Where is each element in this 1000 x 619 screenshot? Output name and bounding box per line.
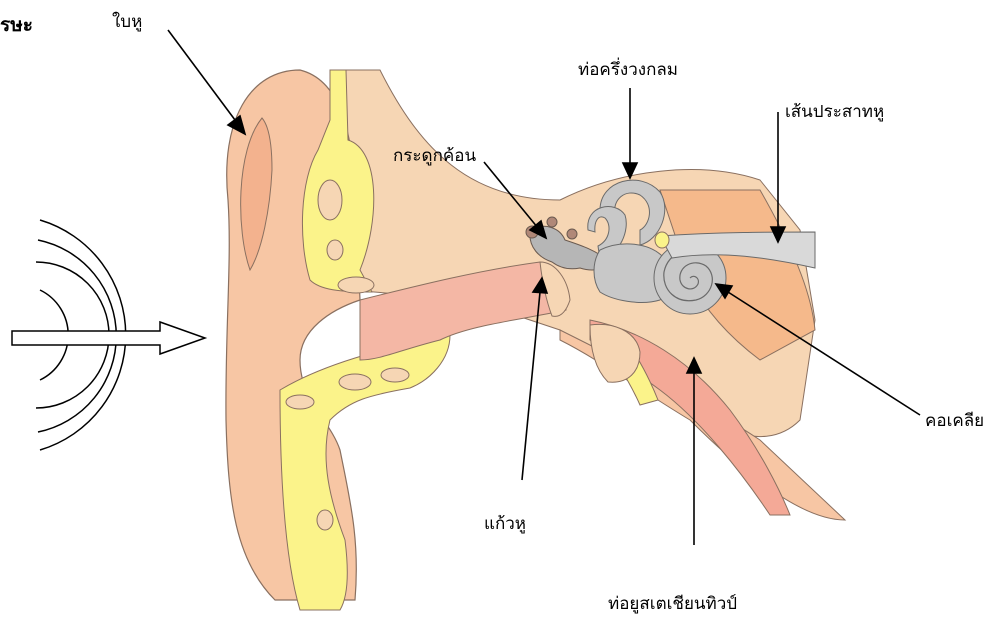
ossicle-bead <box>567 229 577 239</box>
cochlea-label: คอเคลีย <box>925 413 984 430</box>
ossicle-bead <box>547 217 557 227</box>
nerve-node <box>655 232 669 248</box>
bone-island <box>338 277 374 293</box>
ossicles-label: กระดูกค้อน <box>393 148 476 165</box>
eardrum-label: แก้วหู <box>484 516 526 533</box>
bone-island <box>318 180 342 220</box>
bone-island <box>339 374 371 390</box>
eustachian-tube-label: ท่อยูสเตเชียนทิวป์ <box>608 596 737 613</box>
bone-island <box>317 510 333 530</box>
cut-heading-label: รษะ <box>0 16 33 35</box>
pinna-pointer <box>168 30 238 124</box>
bone-island <box>381 368 409 382</box>
pinna-label: ใบหู <box>112 14 142 31</box>
semicircular-canals-label: ท่อครึ่งวงกลม <box>578 62 678 79</box>
bone-island <box>286 395 314 409</box>
bone-island <box>327 240 343 260</box>
auditory-nerve-label: เส้นประสาทหู <box>785 104 884 121</box>
